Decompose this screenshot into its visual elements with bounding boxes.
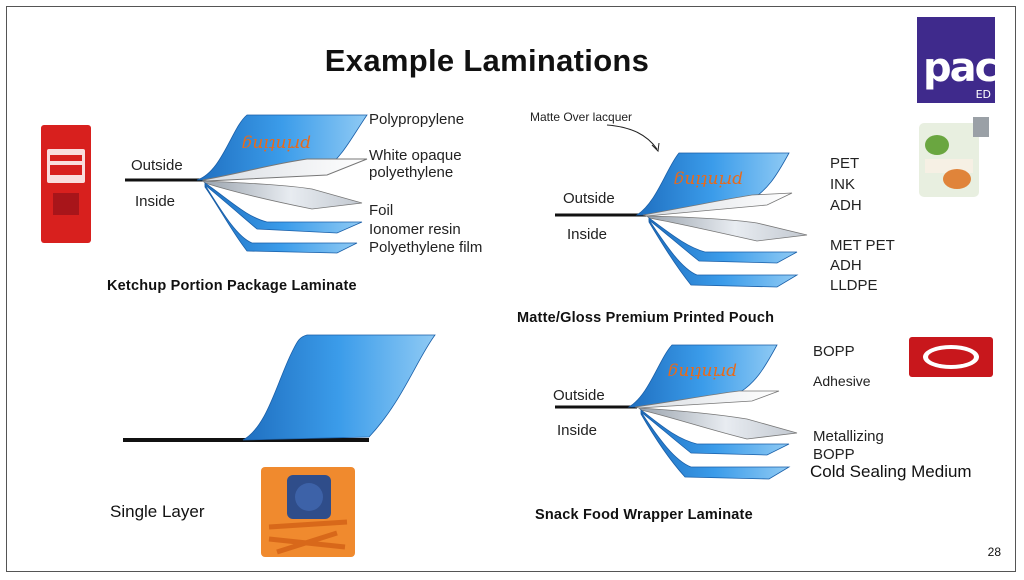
snack-layer-label-1: BOPP	[813, 343, 855, 360]
ketchup-layer-pe-film	[204, 183, 358, 254]
pouch-layer-label-4: MET PET	[830, 237, 895, 254]
logo-text: pac	[923, 45, 998, 91]
organic-pouch-image	[919, 117, 989, 197]
pouch-note-arrow	[606, 124, 658, 150]
logo-subtext: ED	[975, 88, 991, 101]
snack-layer-bopp-2	[640, 409, 790, 456]
ketchup-layer-foil	[201, 180, 363, 210]
pouch-layer-label-1: PET	[830, 155, 860, 172]
pouch-layer-met-pet	[646, 215, 808, 242]
pouch-layer-adh	[648, 217, 798, 264]
ketchup-packet-image	[41, 125, 91, 243]
ketchup-layer-ionomer	[204, 182, 363, 234]
pac-logo: pac ED	[917, 17, 998, 103]
pouch-printing-text: printing	[673, 170, 743, 190]
single-layer-film	[242, 334, 436, 441]
pouch-note-arrowhead	[651, 142, 660, 153]
snack-caption: Snack Food Wrapper Laminate	[535, 507, 753, 523]
snack-laminate-diagram: printing	[555, 344, 798, 480]
snack-layer-label-5: Cold Sealing Medium	[810, 462, 972, 481]
single-layer-diagram	[123, 334, 436, 442]
snack-layer-label-2: Adhesive	[813, 373, 871, 389]
single-layer-caption: Single Layer	[110, 502, 205, 521]
snack-layer-metallizing	[637, 407, 798, 440]
kitkat-bar-image	[909, 337, 993, 377]
lamination-diagrams: printing printing printing	[41, 114, 993, 557]
ketchup-layer-white-opaque-pe	[202, 158, 368, 182]
snack-layer-cold-seal	[640, 410, 791, 480]
ketchup-outside-label: Outside	[131, 157, 183, 174]
snack-inside-label: Inside	[557, 422, 598, 439]
pouch-outside-label: Outside	[563, 190, 615, 207]
ketchup-layer-label-3: polyethylene	[369, 164, 454, 181]
ketchup-laminate-diagram: printing	[125, 114, 368, 254]
pouch-layer-label-5: ADH	[830, 257, 862, 274]
snack-layer-adhesive	[634, 390, 780, 409]
ketchup-inside-label: Inside	[135, 193, 176, 210]
ketchup-layer-label-5: Ionomer resin	[369, 221, 461, 238]
pouch-layer-lldpe	[648, 218, 799, 288]
pouch-layer-label-2: INK	[830, 176, 856, 193]
snack-layer-label-4: BOPP	[813, 446, 855, 463]
pouch-laminate-diagram: printing	[555, 124, 808, 288]
ketchup-printing-text: printing	[241, 134, 311, 154]
ketchup-layer-label-6: Polyethylene film	[369, 239, 483, 256]
ketchup-layer-label-2: White opaque	[369, 147, 462, 164]
slide: Example Laminations pac ED	[6, 6, 1016, 572]
pouch-layer-label-3: ADH	[830, 197, 862, 214]
snack-outside-label: Outside	[553, 387, 605, 404]
pouch-inside-label: Inside	[567, 226, 608, 243]
page-number: 28	[987, 545, 1001, 559]
snack-layer-label-3: Metallizing	[813, 428, 884, 445]
pouch-note: Matte Over lacquer	[530, 110, 633, 124]
carrot-bag-image	[261, 467, 355, 557]
ketchup-layer-label-4: Foil	[369, 202, 394, 219]
pouch-caption: Matte/Gloss Premium Printed Pouch	[517, 310, 775, 326]
ketchup-caption: Ketchup Portion Package Laminate	[107, 278, 357, 294]
pouch-layer-label-6: LLDPE	[830, 277, 878, 294]
slide-title: Example Laminations	[324, 43, 650, 78]
ketchup-layer-label-1: Polypropylene	[369, 111, 465, 128]
snack-printing-text: printing	[667, 362, 737, 382]
pouch-layer-ink	[642, 192, 793, 217]
